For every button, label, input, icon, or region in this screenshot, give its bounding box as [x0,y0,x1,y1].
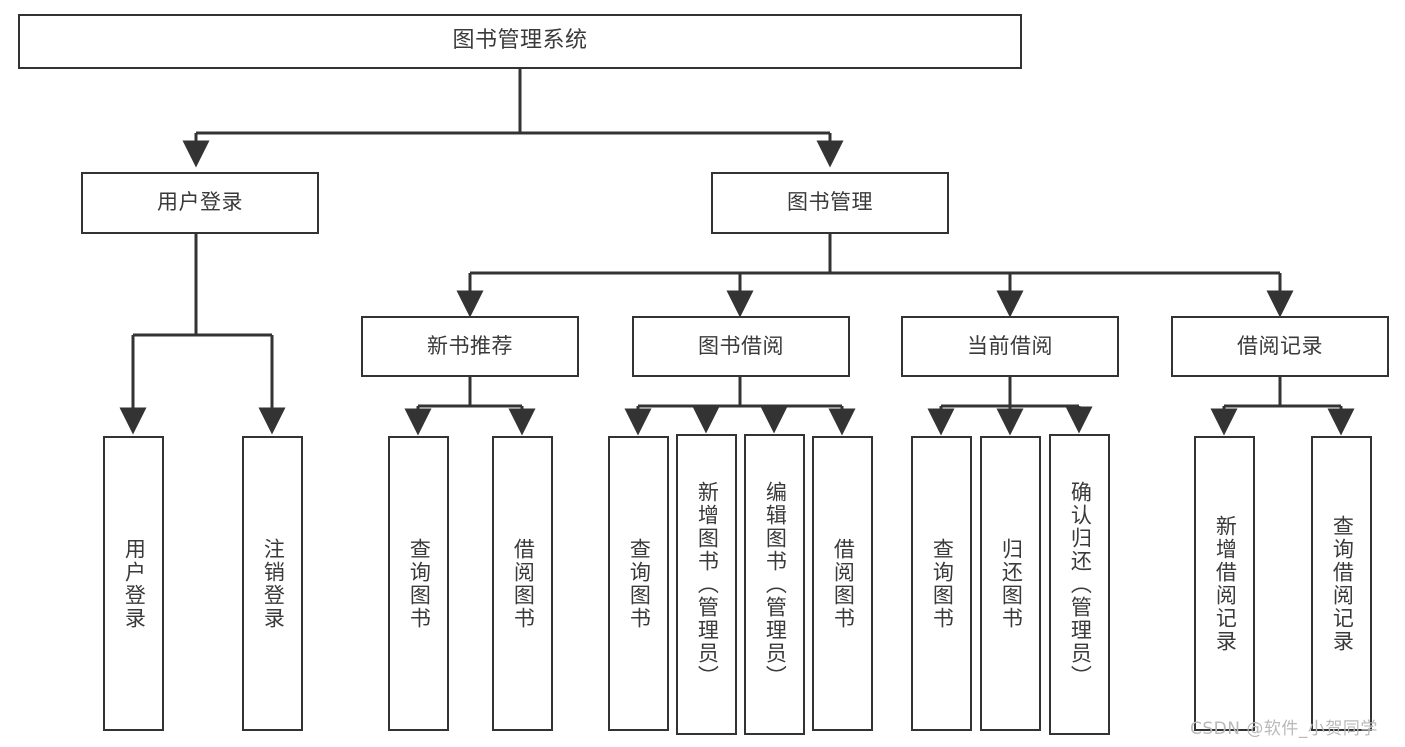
node-label: 借阅图书 [511,537,536,630]
leaf-user-login[interactable]: 用户登录 [103,436,164,731]
node-current-borrow[interactable]: 当前借阅 [901,316,1119,377]
node-label: 查询借阅记录 [1330,514,1355,653]
node-new-book-recommend[interactable]: 新书推荐 [361,316,579,377]
node-label: 图书借阅 [698,333,784,358]
node-label: 新增图书（管理员） [695,481,720,688]
node-borrow-record[interactable]: 借阅记录 [1171,316,1389,377]
leaf-borrow-book[interactable]: 借阅图书 [812,436,873,731]
node-label: 查询图书 [407,537,432,630]
node-label: 注销登录 [261,537,286,630]
leaf-query-borrow-record[interactable]: 查询借阅记录 [1311,436,1372,731]
node-label: 用户登录 [157,190,243,215]
leaf-return-book[interactable]: 归还图书 [980,436,1041,731]
node-root-system[interactable]: 图书管理系统 [18,14,1022,69]
node-label: 新书推荐 [427,333,513,358]
node-book-borrow[interactable]: 图书借阅 [632,316,850,377]
node-label: 用户登录 [122,537,147,630]
node-label: 归还图书 [999,537,1024,630]
node-label: 编辑图书（管理员） [763,481,788,688]
node-book-management[interactable]: 图书管理 [711,172,949,234]
leaf-add-book-admin[interactable]: 新增图书（管理员） [676,434,737,735]
leaf-logout-login[interactable]: 注销登录 [242,436,303,731]
node-label: 查询图书 [627,537,652,630]
node-label: 图书管理系统 [452,28,588,54]
leaf-add-borrow-record[interactable]: 新增借阅记录 [1194,436,1255,731]
csdn-watermark: CSDN @软件_小贺同学 [1190,719,1378,739]
node-label: 新增借阅记录 [1213,514,1238,653]
node-user-login[interactable]: 用户登录 [81,172,319,234]
node-label: 图书管理 [787,190,873,215]
node-label: 借阅图书 [831,537,856,630]
node-label: 确认归还（管理员） [1068,481,1093,688]
leaf-confirm-return-admin[interactable]: 确认归还（管理员） [1049,434,1110,735]
leaf-query-book-borrow[interactable]: 查询图书 [608,436,669,731]
node-label: 当前借阅 [967,333,1053,358]
node-label: 借阅记录 [1237,333,1323,358]
leaf-edit-book-admin[interactable]: 编辑图书（管理员） [744,434,805,735]
leaf-query-book-recommend[interactable]: 查询图书 [388,436,449,731]
leaf-query-book-current[interactable]: 查询图书 [911,436,972,731]
leaf-borrow-book-recommend[interactable]: 借阅图书 [492,436,553,731]
node-label: 查询图书 [930,537,955,630]
